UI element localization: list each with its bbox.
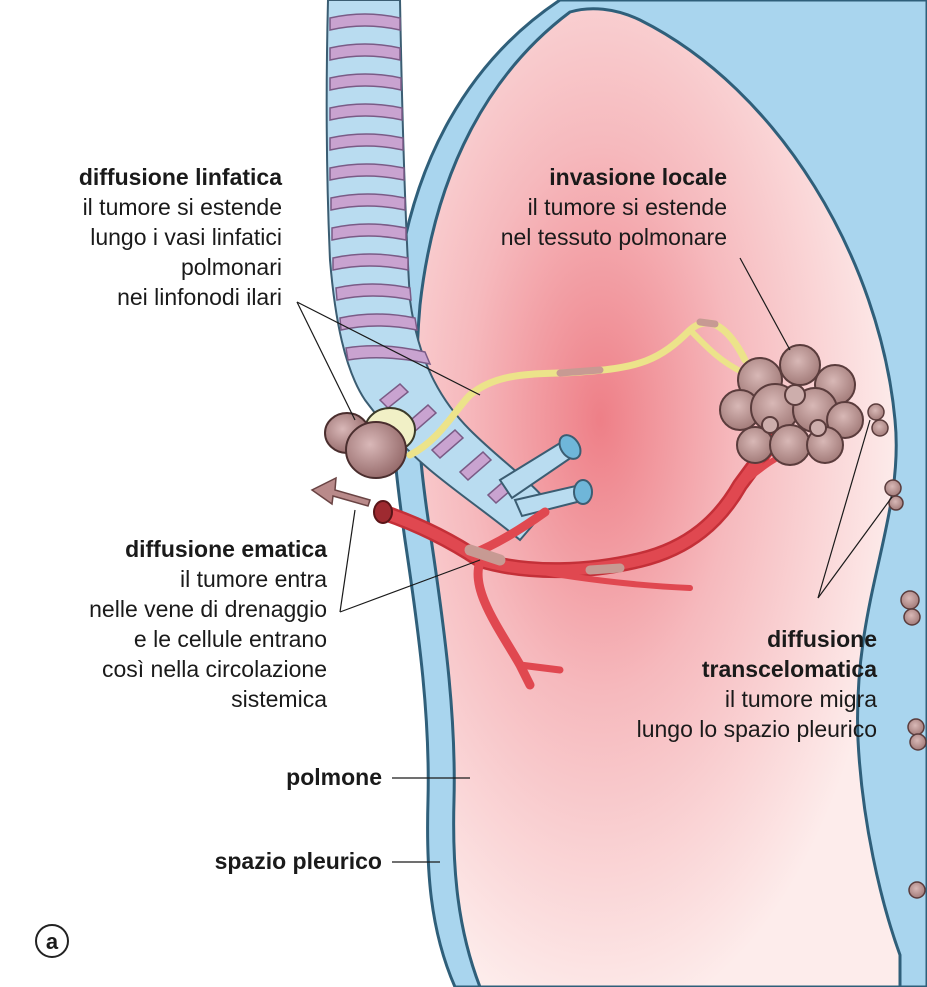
label-blood-heading: diffusione ematica bbox=[89, 534, 327, 564]
label-transcoelomic-line-1: il tumore migra bbox=[637, 684, 877, 714]
label-blood-line-5: sistemica bbox=[89, 684, 327, 714]
label-local-invasion: invasione locale il tumore si estende ne… bbox=[501, 162, 727, 252]
label-blood-line-1: il tumore entra bbox=[89, 564, 327, 594]
label-transcoelomic-heading-1: diffusione bbox=[637, 624, 877, 654]
label-transcoelomic-heading-2: transcelomatica bbox=[637, 654, 877, 684]
panel-letter-badge: a bbox=[35, 924, 69, 958]
label-blood-line-3: e le cellule entrano bbox=[89, 624, 327, 654]
label-lymphatic-spread: diffusione linfatica il tumore si estend… bbox=[79, 162, 282, 312]
label-lymphatic-line-2: lungo i vasi linfatici bbox=[79, 222, 282, 252]
label-local-line-1: il tumore si estende bbox=[501, 192, 727, 222]
blood-spread-arrow bbox=[312, 478, 370, 506]
label-blood-spread: diffusione ematica il tumore entra nelle… bbox=[89, 534, 327, 714]
label-local-heading: invasione locale bbox=[501, 162, 727, 192]
label-blood-line-4: così nella circolazione bbox=[89, 654, 327, 684]
label-local-line-2: nel tessuto polmonare bbox=[501, 222, 727, 252]
label-lymphatic-line-3: polmonari bbox=[79, 252, 282, 282]
label-pleural-space: spazio pleurico bbox=[215, 846, 382, 876]
label-lymphatic-line-1: il tumore si estende bbox=[79, 192, 282, 222]
label-lymphatic-line-4: nei linfonodi ilari bbox=[79, 282, 282, 312]
label-transcoelomic-spread: diffusione transcelomatica il tumore mig… bbox=[637, 624, 877, 744]
label-blood-line-2: nelle vene di drenaggio bbox=[89, 594, 327, 624]
label-lymphatic-heading: diffusione linfatica bbox=[79, 162, 282, 192]
label-transcoelomic-line-2: lungo lo spazio pleurico bbox=[637, 714, 877, 744]
label-lung: polmone bbox=[286, 762, 382, 792]
